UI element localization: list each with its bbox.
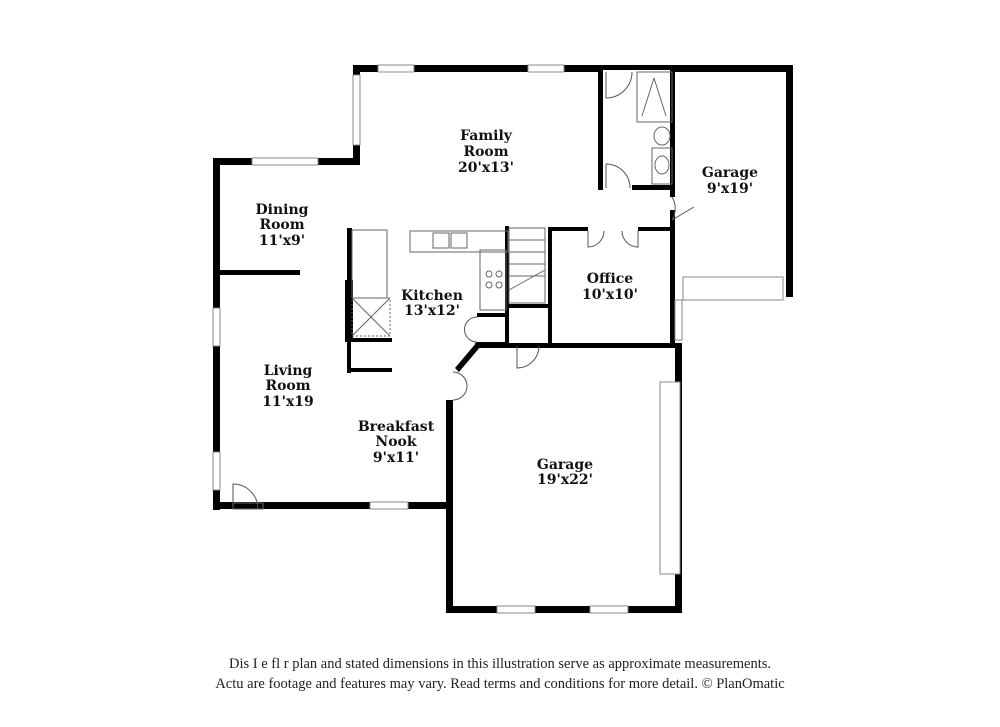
room-label-kitchen: Kitchen [401, 288, 463, 304]
room-dims-garage-large: 19'x22' [537, 472, 593, 488]
room-dims-living-room: 11'x19 [262, 394, 314, 410]
room-label-dining-room-2: Room [259, 217, 304, 233]
room-label-office: Office [587, 271, 634, 287]
room-dims-garage-small: 9'x19' [707, 181, 753, 197]
room-label-family-room-2: Room [463, 144, 508, 160]
fixtures [351, 71, 673, 337]
room-label-garage-large: Garage [537, 457, 593, 473]
doors [232, 71, 695, 510]
room-labels: Family Room 20'x13' Garage 9'x19' Dining… [256, 128, 759, 488]
room-dims-breakfast-nook: 9'x11' [373, 450, 419, 466]
room-label-family-room: Family [460, 128, 513, 144]
room-label-breakfast-nook: Breakfast [358, 419, 435, 435]
room-label-living-room-2: Room [265, 378, 310, 394]
room-label-dining-room: Dining [256, 202, 309, 218]
disclaimer-line-1: Dis I e fl r plan and stated dimensions … [228, 656, 771, 672]
disclaimer-line-2: Actu are footage and features may vary. … [215, 676, 785, 692]
room-dims-office: 10'x10' [582, 287, 638, 303]
room-dims-family-room: 20'x13' [458, 160, 514, 176]
room-label-breakfast-nook-2: Nook [375, 434, 416, 450]
room-label-living-room: Living [264, 363, 313, 379]
room-dims-dining-room: 11'x9' [259, 233, 305, 249]
room-label-garage-small: Garage [702, 165, 758, 181]
windows [212, 64, 784, 614]
room-dims-kitchen: 13'x12' [404, 303, 460, 319]
